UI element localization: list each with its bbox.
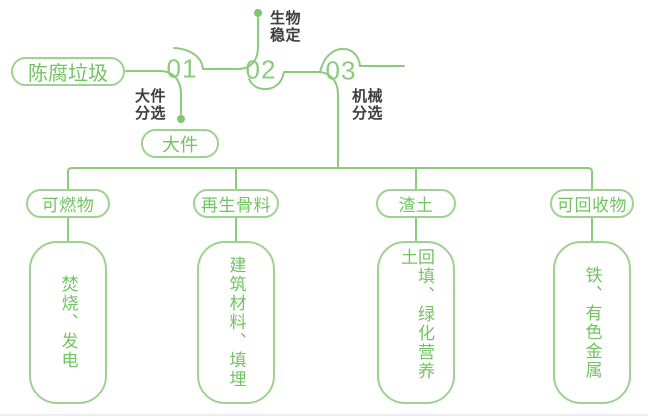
- step-3-label-line2: 分选: [352, 105, 384, 122]
- category-combustible: 可燃物: [26, 189, 110, 218]
- step-2-label-line1: 生物: [270, 10, 302, 27]
- step-3-label: 机械 分选: [352, 88, 383, 122]
- step-2-label-line2: 稳定: [270, 27, 302, 44]
- category-recyclable-label: 可回收物: [557, 196, 627, 215]
- detail-recycled-aggregate: 建筑材料、填埋: [197, 241, 275, 404]
- detail-slag-text: 回填、绿化营养土: [398, 247, 434, 381]
- bulky-output-label: 大件: [162, 134, 198, 155]
- source-label: 陈腐垃圾: [28, 63, 108, 85]
- distribution-bus: [67, 167, 593, 190]
- step-2-label: 生物 稳定: [270, 10, 301, 44]
- category-recycled-aggregate: 再生骨料: [193, 189, 279, 218]
- detail-recyclable: 铁、有色金属: [553, 241, 631, 404]
- detail-slag: 回填、绿化营养土: [377, 241, 455, 404]
- step-1-label-line2: 分选: [135, 105, 167, 122]
- arc-over-step3: [319, 47, 405, 73]
- detail-combustible-text: 焚烧、发电: [58, 275, 78, 370]
- dot-bulky-branch: [177, 115, 185, 123]
- line-step1-to-step2: [173, 17, 259, 70]
- step-3-label-line1: 机械: [352, 88, 384, 105]
- category-slag-label: 渣土: [398, 196, 434, 215]
- arc-under-step2: [248, 71, 285, 91]
- detail-combustible: 焚烧、发电: [29, 241, 107, 404]
- step-1-number: 01: [166, 53, 198, 84]
- bulky-output-node: 大件: [141, 129, 219, 158]
- category-recycled-aggregate-label: 再生骨料: [201, 196, 271, 215]
- step-1-label-line1: 大件: [135, 88, 167, 105]
- detail-recyclable-text: 铁、有色金属: [582, 265, 602, 380]
- category-recyclable: 可回收物: [550, 189, 634, 218]
- bottom-edge-line: [0, 414, 648, 416]
- step-2-number: 02: [245, 54, 277, 85]
- category-slag: 渣土: [376, 189, 456, 218]
- dot-bio-branch: [254, 9, 262, 17]
- step-3-number: 03: [325, 55, 357, 86]
- source-node: 陈腐垃圾: [11, 57, 125, 86]
- detail-recycled-aggregate-text: 建筑材料、填埋: [226, 256, 246, 389]
- line-step1-branch-down: [159, 70, 182, 115]
- category-combustible-label: 可燃物: [41, 196, 95, 215]
- step-1-label: 大件 分选: [135, 88, 166, 122]
- line-step3-down: [319, 71, 339, 169]
